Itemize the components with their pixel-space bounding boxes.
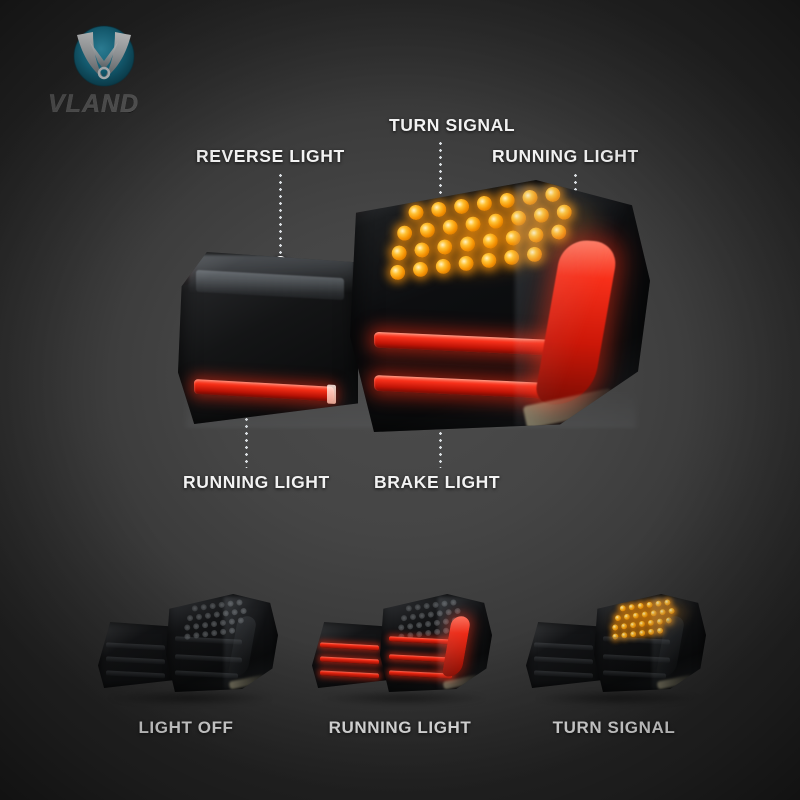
thumb-gloss [438,596,492,690]
thumb-turn-signal-led [632,612,639,619]
brand-logo: VLAND [48,18,188,118]
thumb-turn-signal-led [422,602,430,610]
thumb-turn-signal-led [424,620,432,628]
thumb-turn-signal-led [183,623,191,631]
thumb-turn-signal-led [414,603,421,611]
thumb-outer-lamp [594,594,706,692]
thumb-turn-signal-led [623,613,631,621]
thumb-turn-signal-led [424,629,432,637]
thumb-turn-signal-led [210,620,218,628]
thumb-turn-signal-led [405,604,412,612]
outer-lamp-housing [350,180,650,432]
thumb-inner-lamp [98,622,174,688]
thumb-bar [105,670,165,679]
inner-lamp-housing [178,252,358,424]
thumb-turn-signal-led [418,612,425,619]
thumb-inner-lamp [526,622,602,688]
thumb-turn-signal-led [397,623,405,631]
thumb-turn-signal-led [186,614,194,622]
thumb-turn-signal-led [628,603,635,611]
thumb-turn-signal-led [415,621,423,629]
thumb-turn-signal-led [427,611,434,618]
thumb-bar [533,642,593,651]
mode-caption-running-light: RUNNING LIGHT [328,718,472,737]
thumb-shadow [534,690,702,706]
thumb-turn-signal-led [406,622,414,630]
thumb-turn-signal-led [638,629,646,637]
lens-gloss [515,185,650,427]
thumb-gloss [224,596,278,690]
thumb-turn-signal-led [614,614,622,622]
thumb-turn-signal-led [204,612,211,619]
thumb-turn-signal-led [619,604,626,612]
running-light-bar [194,378,335,402]
callout-label-brake-light: BRAKE LIGHT [374,472,501,492]
hero-tail-light-assembly [176,176,650,446]
thumb-turn-signal-led [415,630,423,638]
vland-crest-icon [66,18,142,94]
thumb-turn-signal-led [213,611,220,618]
thumb-shadow [106,690,274,706]
mode-caption-light-off: LIGHT OFF [138,718,234,737]
brand-wordmark: VLAND [48,90,140,118]
thumb-turn-signal-led [641,611,648,618]
thumb-turn-signal-led [210,629,218,637]
mode-thumbnail-turn-signal [524,588,706,706]
callout-label-running-light-top: RUNNING LIGHT [492,146,639,166]
thumb-turn-signal-led [636,602,644,610]
thumb-bar [319,670,379,679]
thumb-bar [533,670,593,679]
thumb-shadow [320,690,488,706]
callout-label-running-light-bottom: RUNNING LIGHT [183,472,330,492]
thumb-turn-signal-led [611,623,619,631]
thumb-turn-signal-led [200,603,207,611]
thumb-turn-signal-led [191,604,198,612]
mode-thumbnail-running-light [310,588,492,706]
thumb-turn-signal-led [638,620,646,628]
callout-label-turn-signal: TURN SIGNAL [389,115,516,135]
thumb-bar [533,656,593,665]
thumb-turn-signal-led [620,622,628,630]
thumb-bar [105,656,165,665]
thumb-turn-signal-led [208,602,216,610]
thumb-inner-lamp [312,622,388,688]
thumb-turn-signal-led [629,630,637,638]
thumb-gloss [652,596,706,690]
thumb-bar [319,642,379,651]
thumb-turn-signal-led [629,621,637,629]
thumb-turn-signal-led [192,622,200,630]
thumb-bar [105,642,165,651]
thumb-bar [319,656,379,665]
thumb-outer-lamp [166,594,278,692]
mode-caption-turn-signal: TURN SIGNAL [552,718,676,737]
thumb-outer-lamp [380,594,492,692]
callout-label-reverse-light: REVERSE LIGHT [196,146,345,166]
thumb-turn-signal-led [201,630,209,638]
mode-thumbnail-light-off [96,588,278,706]
thumb-turn-signal-led [409,613,417,621]
thumb-turn-signal-led [195,613,203,621]
thumb-turn-signal-led [400,614,408,622]
thumb-turn-signal-led [201,621,209,629]
